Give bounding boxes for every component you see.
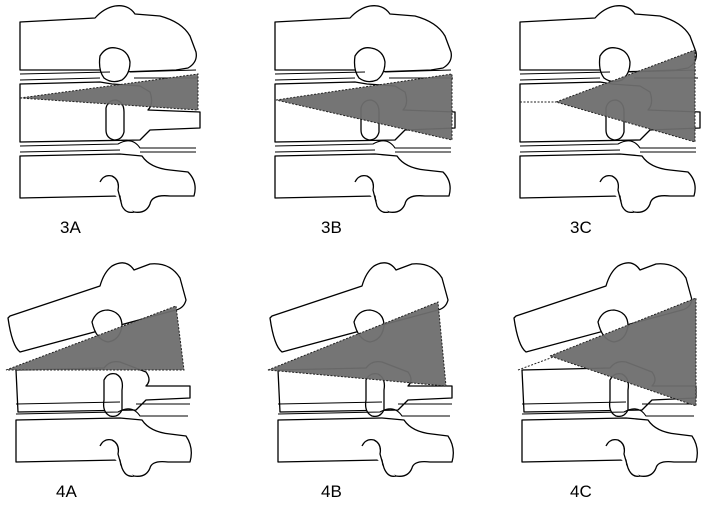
panel-label-4b: 4B <box>321 482 342 501</box>
wedge-4c <box>548 297 697 407</box>
panel-4b <box>267 262 454 477</box>
panel-4a <box>5 262 192 477</box>
spine-3a <box>19 5 201 214</box>
wedge-3b <box>275 73 453 141</box>
panel-label-4a: 4A <box>56 482 77 501</box>
panel-label-3b: 3B <box>321 218 342 237</box>
wedge-3c <box>554 49 696 143</box>
panel-4c <box>513 262 698 477</box>
panel-label-3a: 3A <box>60 218 81 237</box>
panel-3c <box>519 5 701 214</box>
wedge-4b <box>267 301 447 387</box>
panel-label-3c: 3C <box>570 218 592 237</box>
panel-label-4c: 4C <box>570 482 592 501</box>
panel-3b <box>274 5 456 214</box>
wedge-3a <box>19 73 199 111</box>
panel-3a <box>19 5 201 214</box>
guide-4c <box>517 355 557 371</box>
wedge-4a <box>5 305 185 371</box>
